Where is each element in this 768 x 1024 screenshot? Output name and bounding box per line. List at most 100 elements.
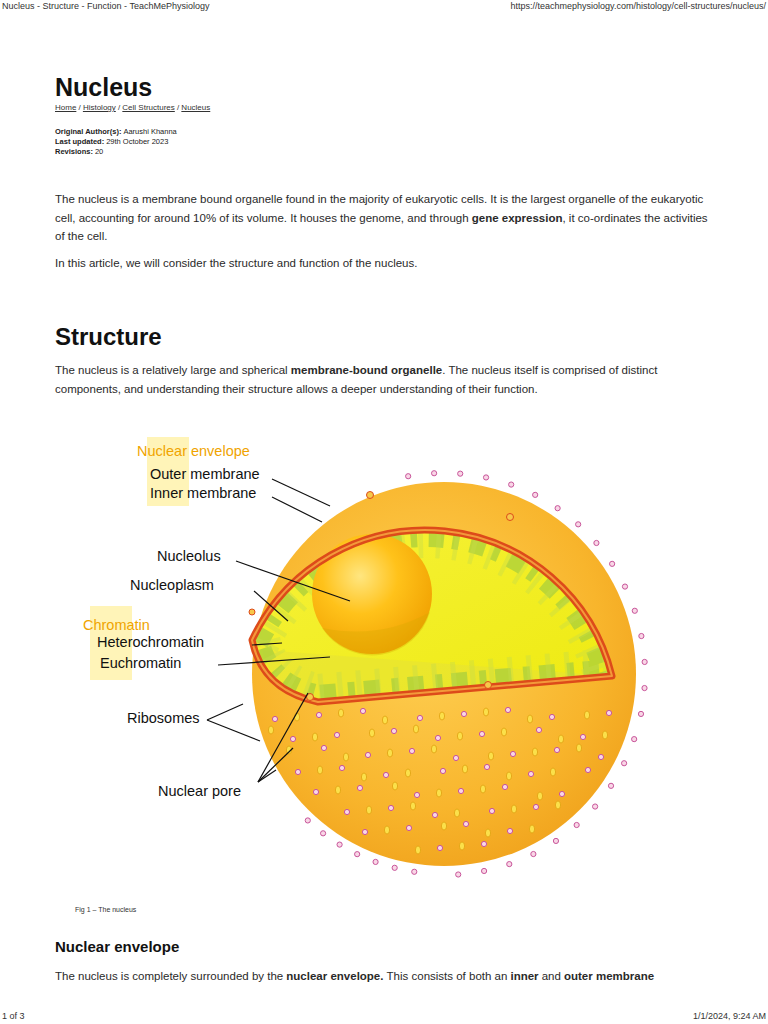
surface-pore — [431, 745, 436, 753]
breadcrumb: / — [177, 103, 179, 112]
nucleus-sphere — [252, 482, 636, 866]
page-title-line: Nucleus — [55, 72, 455, 102]
surface-pore — [335, 786, 340, 794]
heterochromatin — [252, 530, 612, 702]
paragraph-line: In this article, we will consider the st… — [55, 254, 715, 273]
print-footer: 1 of 3 — [2, 1011, 25, 1021]
surface-pore — [457, 732, 462, 740]
figure-label-line: Nucleolus — [157, 548, 247, 565]
page-title: Nucleus — [55, 73, 152, 101]
figure-label-line: Chromatin — [83, 617, 193, 634]
ribosome — [580, 734, 585, 739]
author-line: Original Author(s):Aarushi Khanna — [55, 127, 455, 136]
surface-pore — [415, 846, 420, 854]
ribosome — [463, 821, 468, 826]
surface-pore — [436, 789, 441, 797]
ribosome — [608, 783, 613, 788]
section-heading: Structure — [55, 323, 162, 350]
ribosome — [435, 735, 440, 740]
ribosome — [483, 475, 488, 480]
breadcrumb: Nucleus — [181, 103, 210, 112]
ribosome — [432, 471, 437, 476]
ribosome — [489, 808, 494, 813]
paragraph-bold: membrane-bound organelle — [291, 364, 442, 376]
surface-pore — [366, 806, 371, 814]
breadcrumb: / — [79, 103, 81, 112]
ribosome — [321, 745, 326, 750]
figure-label: Nucleolus — [157, 548, 221, 564]
ribosome — [458, 471, 463, 476]
ribosome — [313, 789, 318, 794]
ribosome — [362, 829, 367, 834]
surface-pore — [384, 826, 389, 834]
surface-pore — [488, 752, 493, 760]
ribosome — [642, 659, 647, 664]
ribosome — [456, 872, 461, 877]
updated-line: Last updated:29th October 2023 — [55, 137, 455, 146]
surface-pore — [317, 766, 322, 774]
print-header: Nucleus - Structure - Function - TeachMe… — [2, 1, 209, 11]
paragraph-bold: inner — [510, 970, 538, 982]
surface-pore — [361, 773, 366, 781]
updated-bold: Last updated: — [55, 137, 104, 146]
paragraph: The nucleus is a relatively large and sp… — [55, 364, 288, 376]
revisions-bold: Revisions: — [55, 147, 93, 156]
ribosome — [414, 792, 419, 797]
surface-pore — [387, 749, 392, 757]
surface-pore — [405, 769, 410, 777]
ribosome — [606, 710, 611, 715]
surface-pore — [576, 744, 581, 752]
ribosome — [536, 727, 541, 732]
ribosome — [392, 865, 397, 870]
ribosome — [555, 506, 560, 511]
surface-pore — [506, 772, 511, 780]
sub-heading-line: Nuclear envelope — [55, 938, 455, 956]
print-footer-line: 1 of 3 — [2, 1011, 102, 1022]
breadcrumb: Home — [55, 103, 76, 112]
paragraph-line: The nucleus is completely surrounded by … — [55, 967, 715, 986]
figure-label: Ribosomes — [127, 710, 200, 726]
ribosome — [391, 728, 396, 733]
ribosome — [272, 716, 277, 721]
print-footer-line: 1/1/2024, 9:24 AM — [560, 1011, 766, 1022]
surface-pore — [441, 822, 446, 830]
surface-pore — [584, 711, 589, 719]
ribosome — [316, 712, 321, 717]
figure-label-line: Nuclear envelope — [137, 443, 287, 460]
ribosome — [576, 522, 581, 527]
ribosome — [639, 633, 644, 638]
surface-pore — [529, 825, 534, 833]
figure-label-line: Nucleoplasm — [130, 577, 250, 594]
paragraph-bold: gene expression — [472, 212, 563, 224]
ribosome — [531, 851, 536, 856]
paragraph-bold: outer membrane — [564, 970, 654, 982]
ribosome — [610, 561, 615, 566]
figure-label-line: Outer membrane — [150, 466, 280, 483]
paragraph: In this article, we will consider the st… — [55, 257, 417, 269]
ribosome — [437, 845, 442, 850]
ribosome — [549, 714, 554, 719]
ribosome — [533, 804, 538, 809]
ribosome — [593, 804, 598, 809]
figure-label: Chromatin — [83, 617, 150, 633]
ribosome — [484, 764, 489, 769]
surface-pore — [413, 725, 418, 733]
ribosome — [479, 731, 484, 736]
breadcrumb-line: Home/Histology/Cell Structures/Nucleus — [55, 103, 455, 113]
ribosome — [409, 748, 414, 753]
ribosome — [406, 474, 411, 479]
figure-label: Inner membrane — [150, 485, 256, 501]
ribosome — [638, 711, 643, 716]
surface-pore — [312, 733, 317, 741]
ribosome — [533, 492, 538, 497]
ribosome — [559, 791, 564, 796]
ribosome — [406, 825, 411, 830]
ribosome — [320, 831, 325, 836]
ribosome — [574, 822, 579, 827]
ribosome — [510, 751, 515, 756]
paragraph-bold: nuclear envelope. — [286, 970, 383, 982]
ribosome — [432, 812, 437, 817]
surface-pore — [537, 792, 542, 800]
figure-label-line: Inner membrane — [150, 485, 280, 502]
